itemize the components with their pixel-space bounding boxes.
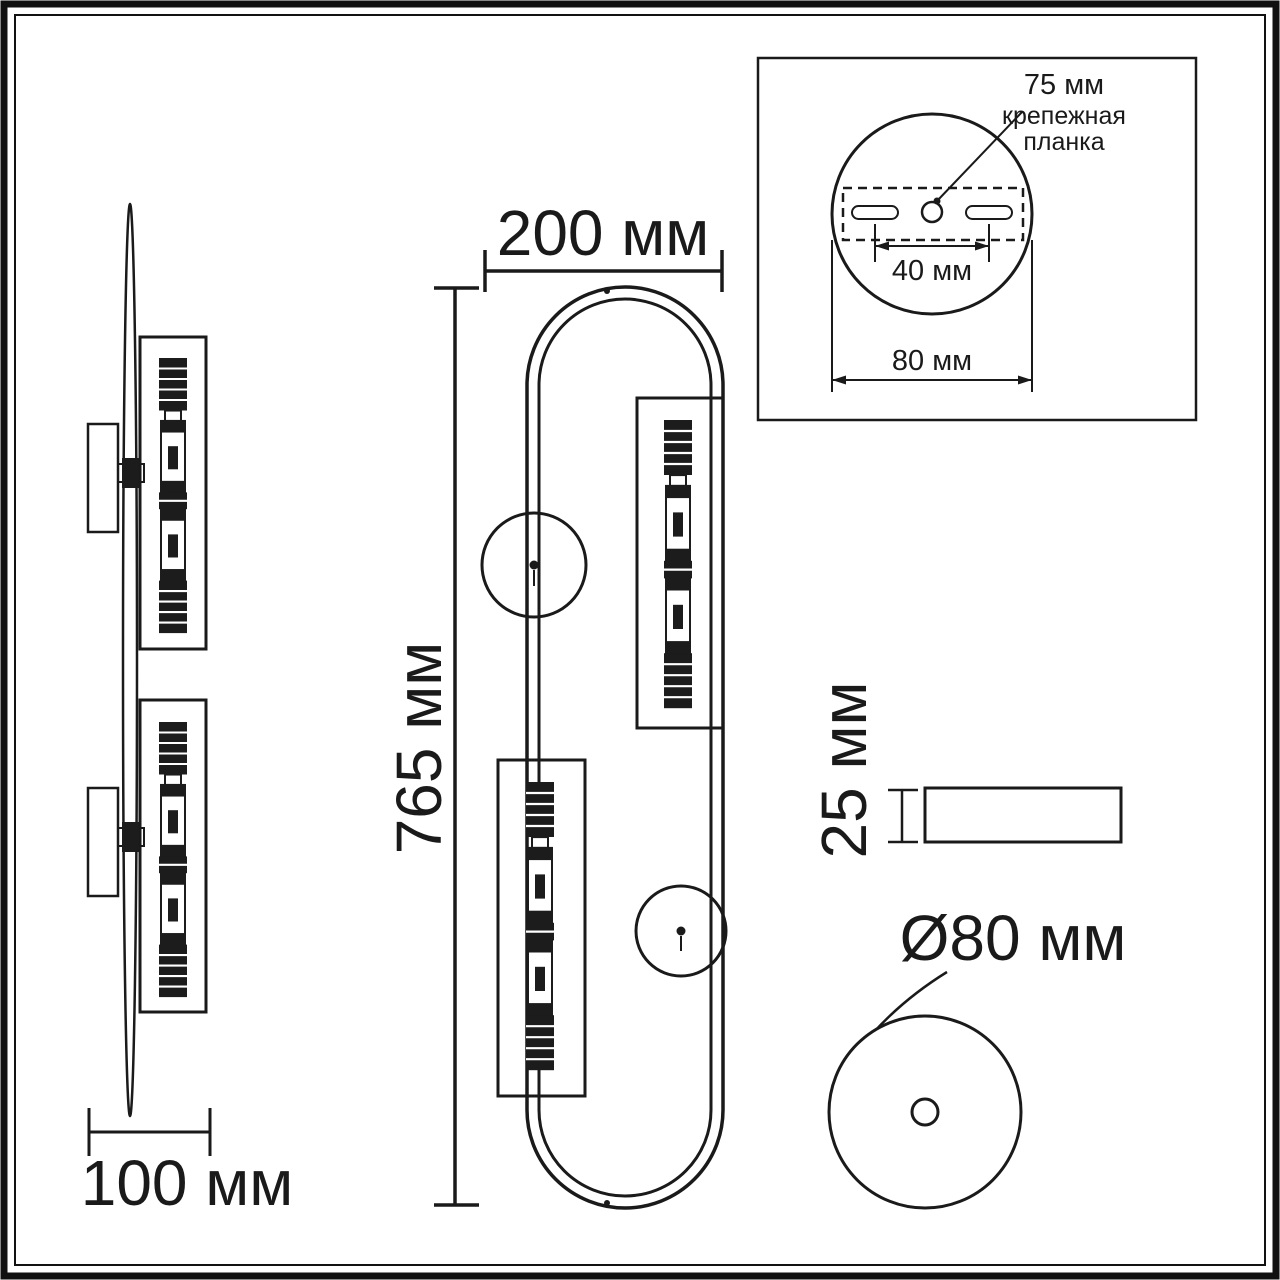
arm-joint-bottom bbox=[122, 822, 140, 852]
mount-plate-profile bbox=[923, 786, 1123, 844]
lamp-stack-front-top bbox=[662, 418, 694, 710]
plate-name-line1: крепежная bbox=[1002, 102, 1126, 130]
wall-plate-top bbox=[86, 422, 120, 534]
mount-center-hole bbox=[920, 200, 944, 224]
mount-bracket-dashed bbox=[841, 186, 1025, 242]
dim-plate-width-label: 80 мм bbox=[892, 345, 972, 377]
tube-inner bbox=[537, 297, 713, 1198]
lamp-stack-front-bottom bbox=[524, 780, 556, 1072]
mount-disc-bottom-hole bbox=[676, 926, 686, 936]
lamp-frame-top-side bbox=[138, 335, 208, 651]
dim-slot-spacing-label: 40 мм bbox=[892, 255, 972, 287]
plate-name-line2: планка bbox=[1023, 128, 1104, 156]
lamp-frame-bottom-side bbox=[138, 698, 208, 1014]
side-view bbox=[86, 202, 208, 1118]
lamp-housing-bottom bbox=[496, 758, 587, 1098]
dim-plate-thickness-label: 25 мм bbox=[808, 682, 880, 859]
front-view bbox=[480, 285, 728, 1210]
wall-plate-bottom bbox=[86, 786, 120, 898]
tube-outer bbox=[525, 285, 725, 1210]
lamp-housing-top bbox=[635, 396, 725, 730]
tube-edge-profile bbox=[121, 202, 139, 1118]
dim-plate-offset-label: 75 мм bbox=[1024, 69, 1104, 101]
mount-plate-face-hole bbox=[910, 1097, 940, 1127]
lamp-stack-side-bottom bbox=[157, 720, 189, 999]
dim-front-height-label: 765 мм bbox=[383, 642, 455, 855]
dimension-front-width: 200 мм bbox=[483, 197, 724, 292]
arm-joint-top bbox=[122, 458, 140, 488]
mount-plate-circle bbox=[830, 112, 1034, 316]
mount-slot-right bbox=[965, 205, 1013, 220]
dim-side-depth-label: 100 мм bbox=[81, 1147, 294, 1219]
dim-front-width-label: 200 мм bbox=[497, 197, 710, 269]
mount-slot-left bbox=[851, 205, 899, 220]
mounting-plate-inset: 75 мм крепежная планка 40 мм 80 мм bbox=[756, 56, 1198, 422]
lamp-stack-side-top bbox=[157, 356, 189, 635]
dimension-side-depth: 100 мм bbox=[81, 1108, 294, 1219]
dimension-slot-spacing: 40 мм bbox=[874, 224, 990, 287]
mount-disc-top-hole bbox=[529, 560, 539, 570]
side-profile-view: 25 мм bbox=[808, 682, 1123, 859]
dim-plate-diameter-label: Ø80 мм bbox=[900, 902, 1127, 974]
dimension-plate-width: 80 мм bbox=[831, 240, 1033, 392]
mount-plate-face-view: Ø80 мм bbox=[827, 902, 1127, 1210]
dimension-front-height: 765 мм bbox=[383, 286, 479, 1207]
